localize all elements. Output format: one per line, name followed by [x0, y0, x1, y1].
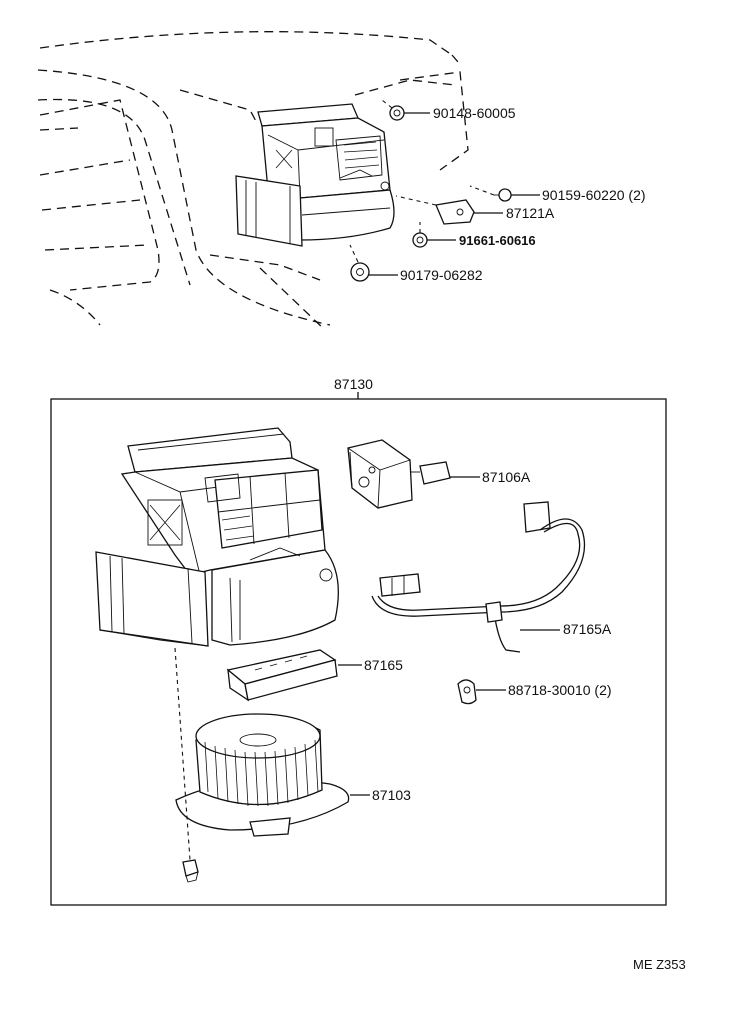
fan-motor-87103 [175, 713, 350, 837]
wire-harness-87165A [371, 501, 586, 653]
bracket-87121A [395, 195, 475, 225]
figure-code: ME Z353 [633, 957, 686, 972]
grommet-90179 [349, 244, 370, 282]
top-leaders [369, 112, 540, 276]
clamp-88718 [457, 679, 477, 705]
callout-90179-06282: 90179-06282 [400, 267, 483, 283]
blower-case [95, 427, 339, 647]
assembly-label-87130: 87130 [334, 376, 373, 392]
callout-91661-60616: 91661-60616 [459, 233, 536, 248]
callout-87165A: 87165A [563, 621, 612, 637]
resistor-87106A [347, 439, 451, 509]
callout-87121A: 87121A [506, 205, 555, 221]
callout-87165: 87165 [364, 657, 403, 673]
bolt-90148 [381, 99, 405, 121]
clip-91661 [412, 222, 428, 248]
screw-90159 [469, 185, 512, 202]
amplifier-87165 [226, 649, 338, 702]
callout-90148-60005: 90148-60005 [433, 105, 516, 121]
callout-90159-60220: 90159-60220 (2) [542, 187, 646, 203]
callout-87106A: 87106A [482, 469, 531, 485]
callout-88718-30010: 88718-30010 (2) [508, 682, 612, 698]
top-blower-unit [235, 103, 395, 247]
callout-87103: 87103 [372, 787, 411, 803]
bottom-leaders [338, 476, 560, 796]
dashboard-outline [37, 31, 469, 331]
screw-bottom [174, 647, 199, 883]
